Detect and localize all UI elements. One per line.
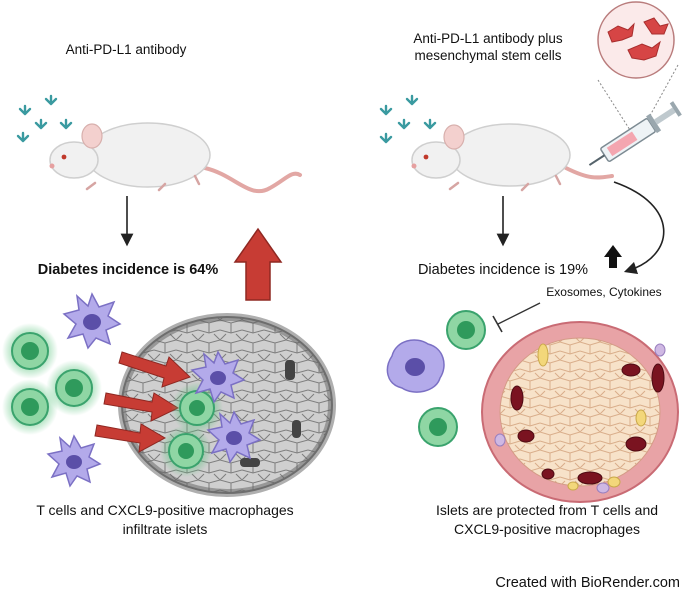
left-caption-line1: T cells and CXCL9-positive macrophages — [36, 502, 293, 518]
factors-label: Exosomes, Cytokines — [546, 285, 661, 299]
credit-text: Created with BioRender.com — [495, 575, 680, 591]
left-incidence: Diabetes incidence is 64% — [38, 262, 219, 278]
t-cell-icon — [418, 407, 458, 447]
right-title-line1: Anti-PD-L1 antibody plus — [413, 31, 563, 46]
left-caption-line2: infiltrate islets — [123, 521, 208, 537]
inhibition-icon — [492, 302, 541, 333]
t-cell-icon — [2, 323, 58, 379]
antibody-group-left — [16, 94, 73, 143]
t-cell-icon — [160, 425, 212, 477]
antibody-icon — [44, 94, 58, 106]
macrophage-icon — [62, 292, 122, 350]
mouse-icon — [411, 123, 614, 192]
t-cell-icon — [446, 310, 486, 350]
stem-cell-inset — [597, 1, 679, 131]
stem-cell-icon — [607, 17, 669, 61]
up-arrow-icon — [233, 227, 283, 301]
mouse-icon — [49, 122, 302, 194]
macrophage-icon — [190, 350, 246, 404]
macrophage-icon — [46, 434, 102, 488]
curved-arrow — [613, 181, 665, 275]
right-incidence: Diabetes incidence is 19% — [418, 262, 588, 278]
antibody-icon — [34, 118, 48, 130]
antibody-icon — [379, 132, 393, 144]
antibody-icon — [405, 94, 419, 106]
antibody-icon — [397, 118, 411, 130]
antibody-icon — [16, 131, 30, 143]
t-cell-group-right — [418, 310, 486, 447]
t-cell-icon — [46, 360, 102, 416]
macrophage-icon — [386, 339, 445, 393]
right-title-line2: mesenchymal stem cells — [414, 48, 561, 63]
islet-icon-right — [481, 321, 679, 503]
macrophage-icon — [206, 410, 262, 464]
t-cell-icon — [171, 382, 223, 434]
t-cell-icon — [2, 379, 58, 435]
t-cell-group-left — [2, 323, 223, 477]
syringe-icon — [588, 101, 682, 166]
left-title: Anti-PD-L1 antibody — [66, 42, 187, 57]
antibody-icon — [379, 104, 393, 116]
right-caption-line2: CXCL9-positive macrophages — [454, 521, 640, 537]
right-caption-line1: Islets are protected from T cells and — [436, 502, 658, 518]
antibody-icon — [18, 104, 32, 116]
antibody-icon — [423, 118, 437, 130]
antibody-group-right — [379, 94, 437, 144]
antibody-icon — [59, 118, 73, 130]
infiltration-arrows — [94, 351, 191, 453]
macrophage-group-left — [46, 292, 262, 488]
up-arrow-icon — [604, 245, 622, 268]
